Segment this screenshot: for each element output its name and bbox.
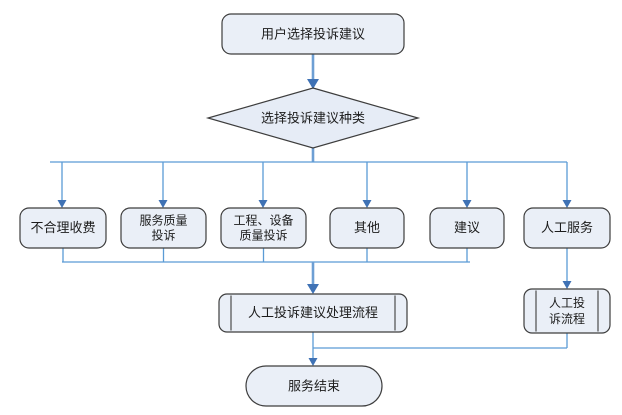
node-opt-6[interactable]: 人工服务 [523,207,611,249]
process-manual-shape [523,288,611,334]
connector-start-to-decision [307,54,319,89]
node-opt-5[interactable]: 建议 [429,207,505,249]
node-opt-1[interactable]: 不合理收费 [19,207,107,249]
connectors-layer [50,54,572,366]
process-nodes-layer: 人工投诉建议处理流程 人工投诉流程 [218,288,611,334]
decision-node-shape [205,87,421,149]
connector-opt6-to-manual [562,248,572,289]
connector-process-to-end [308,332,318,366]
option-nodes-layer: 不合理收费服务质量投诉工程、设备质量投诉其他建议人工服务 [19,207,611,249]
node-opt-3[interactable]: 工程、设备质量投诉 [220,207,307,249]
process-main-shape [218,293,408,333]
connector-manual-to-end [313,333,568,349]
nodes-layer: 用户选择投诉建议 选择投诉建议种类 不合理收费服务质量投诉工程、设备质量投诉其他… [19,13,611,407]
connector-options-merge [62,248,470,294]
node-opt-2[interactable]: 服务质量投诉 [120,207,207,249]
node-opt-4[interactable]: 其他 [329,207,405,249]
opt-5-shape [429,207,505,249]
node-end[interactable]: 服务结束 [245,365,383,407]
start-node-shape [221,13,405,55]
opt-2-shape [120,207,207,249]
opt-4-shape [329,207,405,249]
end-node-shape [245,365,383,407]
opt-1-shape [19,207,107,249]
connector-decision-fanout [50,148,572,208]
node-start[interactable]: 用户选择投诉建议 [221,13,405,55]
opt-3-shape [220,207,307,249]
node-process-manual[interactable]: 人工投诉流程 [523,288,611,334]
opt-6-shape [523,207,611,249]
node-process-main[interactable]: 人工投诉建议处理流程 [218,293,408,333]
node-decision[interactable]: 选择投诉建议种类 [205,87,421,149]
